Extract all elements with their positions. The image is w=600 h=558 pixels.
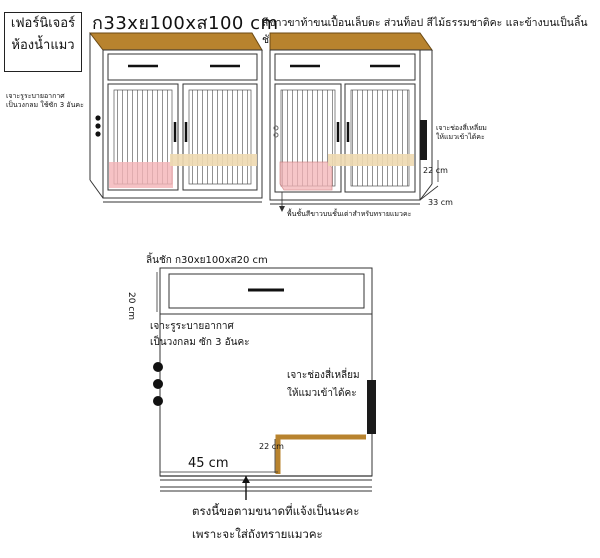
vent-hole-3	[95, 131, 101, 137]
right-litter-area	[279, 161, 333, 191]
section-vent-note: เจาะรูระบายอากาศ เป็นวงกลม ซัก 3 อันคะ	[150, 321, 250, 349]
right-cabinet-top	[269, 32, 433, 51]
left-vent-note-line1: เจาะรูระบายอากาศ	[6, 92, 65, 100]
right-opening-note-line2: ให้แมวเข้าได้คะ	[436, 133, 485, 141]
overall-dimensions: ก33xย100xส100 cm	[92, 13, 279, 34]
section-step-height: 22 cm	[259, 442, 284, 451]
section-step-platform	[275, 434, 366, 474]
section-bottom-note-line2: เพราะจะใส่ถังทรายแมวคะ	[192, 527, 323, 541]
right-step-area	[328, 154, 414, 166]
section-cat-opening	[367, 380, 376, 434]
title-line2: ห้องน้ำแมว	[11, 38, 75, 53]
section-vent-3	[153, 396, 163, 406]
right-opening-note: เจาะช่องสี่เหลี่ยม ให้แมวเข้าได้คะ	[436, 124, 487, 142]
section-vent-2	[153, 379, 163, 389]
right-shelf-note: พื้นชั้นสีขาวบนชั้นเต่าสำหรับทรายแมวคะ	[287, 210, 412, 218]
section-bottom-note: ตรงนี้ขอตามขนาดที่แจ้งเป็นนะคะ เพราะจะใส…	[192, 504, 359, 542]
section-bottom-note-line1: ตรงนี้ขอตามขนาดที่แจ้งเป็นนะคะ	[192, 504, 360, 518]
section-floor-width: 45 cm	[188, 456, 229, 471]
right-depth-label: 33 cm	[428, 198, 453, 207]
left-vent-note-line2: เป็นวงกลม ใช้ซัก 3 อันคะ	[6, 101, 84, 109]
cat-opening	[420, 120, 427, 160]
section-vent-1	[153, 362, 163, 372]
title-line1: เฟอร์นิเจอร์	[10, 16, 76, 31]
title-box: เฟอร์นิเจอร์ ห้องน้ำแมว	[4, 12, 82, 72]
left-litter-area	[109, 162, 173, 188]
right-opening-note-line1: เจาะช่องสี่เหลี่ยม	[436, 124, 487, 132]
section-drawer-label: ลิ้นชัก ก30xย100xส20 cm	[146, 255, 268, 266]
section-vent-note-line1: เจาะรูระบายอากาศ	[150, 321, 234, 332]
left-vent-note: เจาะรูระบายอากาศ เป็นวงกลม ใช้ซัก 3 อันค…	[6, 92, 84, 110]
section-drawer-height: 20 cm	[126, 292, 136, 321]
left-cabinet-top	[88, 32, 263, 51]
section-opening-note: เจาะช่องสี่เหลี่ยม ให้แมวเข้าได้คะ	[287, 370, 360, 400]
left-cabinet	[88, 32, 263, 203]
right-height-label: 22 cm	[423, 166, 448, 175]
section-opening-note-line1: เจาะช่องสี่เหลี่ยม	[287, 370, 360, 381]
section-opening-note-line2: ให้แมวเข้าได้คะ	[287, 388, 357, 399]
vent-hole-2	[95, 123, 101, 129]
left-step-area	[170, 154, 257, 166]
section-view	[153, 267, 376, 500]
section-vent-note-line2: เป็นวงกลม ซัก 3 อันคะ	[150, 337, 250, 348]
right-cabinet	[269, 32, 439, 212]
vent-hole-1	[95, 115, 101, 121]
